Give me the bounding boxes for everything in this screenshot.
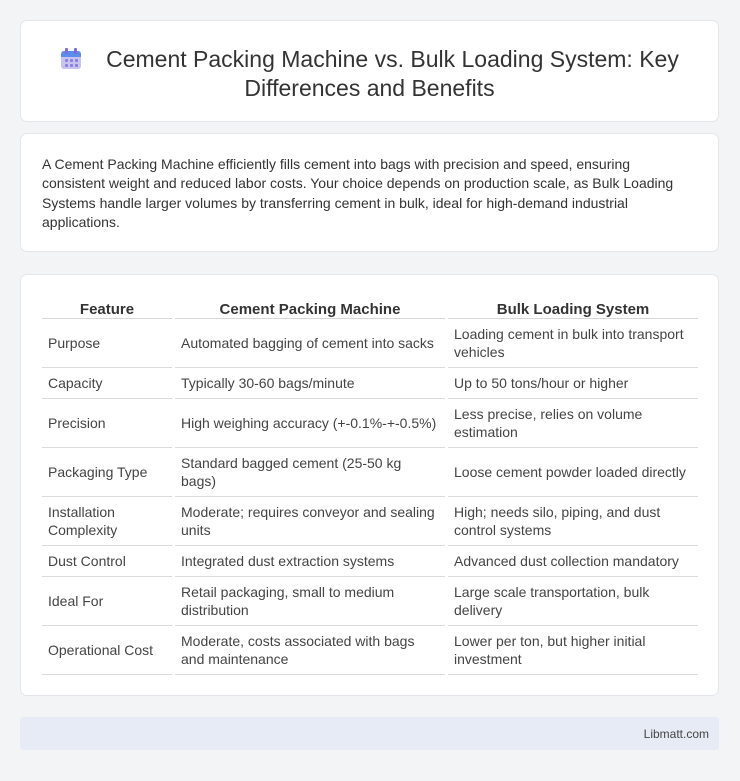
feature-cell: Ideal For (42, 577, 172, 626)
machine-cell: Moderate, costs associated with bags and… (175, 626, 445, 675)
machine-cell: Typically 30-60 bags/minute (175, 368, 445, 399)
feature-cell: Dust Control (42, 546, 172, 577)
bulk-cell: Loading cement in bulk into transport ve… (448, 319, 698, 368)
feature-cell: Operational Cost (42, 626, 172, 675)
page-title: Cement Packing Machine vs. Bulk Loading … (106, 46, 679, 101)
machine-cell: Standard bagged cement (25-50 kg bags) (175, 448, 445, 497)
table-row: Purpose Automated bagging of cement into… (42, 319, 698, 368)
feature-cell: Capacity (42, 368, 172, 399)
comparison-card: Feature Cement Packing Machine Bulk Load… (20, 274, 719, 696)
calendar-icon (60, 48, 82, 70)
machine-cell: Automated bagging of cement into sacks (175, 319, 445, 368)
bulk-cell: Up to 50 tons/hour or higher (448, 368, 698, 399)
bulk-cell: High; needs silo, piping, and dust contr… (448, 497, 698, 546)
feature-cell: Installation Complexity (42, 497, 172, 546)
page-title-block: Cement Packing Machine vs. Bulk Loading … (21, 45, 718, 103)
header-cement-packing-machine: Cement Packing Machine (175, 297, 445, 319)
bulk-cell: Lower per ton, but higher initial invest… (448, 626, 698, 675)
footer-site-link[interactable]: Libmatt.com (643, 727, 709, 741)
bulk-cell: Large scale transportation, bulk deliver… (448, 577, 698, 626)
machine-cell: Moderate; requires conveyor and sealing … (175, 497, 445, 546)
header-bulk-loading-system: Bulk Loading System (448, 297, 698, 319)
table-row: Capacity Typically 30-60 bags/minute Up … (42, 368, 698, 399)
title-card: Cement Packing Machine vs. Bulk Loading … (20, 20, 719, 122)
table-row: Packaging Type Standard bagged cement (2… (42, 448, 698, 497)
table-header-row: Feature Cement Packing Machine Bulk Load… (42, 297, 698, 319)
feature-cell: Purpose (42, 319, 172, 368)
header-feature: Feature (42, 297, 172, 319)
feature-cell: Packaging Type (42, 448, 172, 497)
summary-card: A Cement Packing Machine efficiently fil… (20, 133, 719, 252)
comparison-table: Feature Cement Packing Machine Bulk Load… (42, 297, 698, 675)
machine-cell: Integrated dust extraction systems (175, 546, 445, 577)
bulk-cell: Advanced dust collection mandatory (448, 546, 698, 577)
table-row: Operational Cost Moderate, costs associa… (42, 626, 698, 675)
machine-cell: High weighing accuracy (+-0.1%-+-0.5%) (175, 399, 445, 448)
table-row: Precision High weighing accuracy (+-0.1%… (42, 399, 698, 448)
summary-text: A Cement Packing Machine efficiently fil… (42, 156, 674, 230)
machine-cell: Retail packaging, small to medium distri… (175, 577, 445, 626)
table-row: Ideal For Retail packaging, small to med… (42, 577, 698, 626)
table-row: Dust Control Integrated dust extraction … (42, 546, 698, 577)
bulk-cell: Less precise, relies on volume estimatio… (448, 399, 698, 448)
feature-cell: Precision (42, 399, 172, 448)
bulk-cell: Loose cement powder loaded directly (448, 448, 698, 497)
table-row: Installation Complexity Moderate; requir… (42, 497, 698, 546)
footer: Libmatt.com (20, 717, 719, 750)
